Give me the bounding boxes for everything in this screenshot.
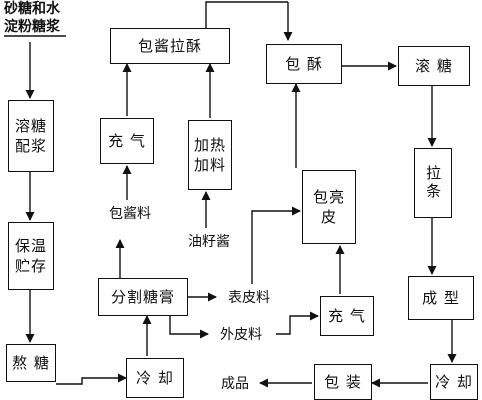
node-aotang: 熬 糖 — [6, 344, 56, 382]
node-baosu: 包 酥 — [266, 44, 342, 84]
node-baowen-zhucun: 保温 贮存 — [8, 222, 54, 290]
node-guntang: 滚 糖 — [398, 46, 470, 86]
node-chongqi-1: 充 气 — [100, 118, 154, 164]
arrow-fenge-to-waipi — [169, 316, 209, 339]
node-jiare-jialiao: 加热 加料 — [188, 120, 232, 190]
node-baoliang-pi: 包亮 皮 — [302, 170, 356, 244]
node-chengxing: 成 型 — [408, 276, 474, 320]
node-fenge-tanggao: 分割糖膏 — [98, 278, 188, 316]
node-baozhuang: 包 装 — [314, 364, 372, 400]
node-lengque-1: 冷 却 — [126, 358, 184, 398]
label-baojiangliao: 包酱料 — [109, 206, 151, 222]
arrow-aotang-to-lengque1 — [56, 373, 127, 385]
arrow-biaopi-to-baoliang — [251, 206, 301, 284]
label-youzijiang: 油籽酱 — [188, 234, 230, 250]
label-biaopiliao: 表皮料 — [228, 290, 270, 306]
arrow-waipi-to-chongqi2 — [276, 311, 319, 335]
node-baojiang-lasu: 包酱拉酥 — [110, 28, 230, 64]
node-lengque-2: 冷 却 — [430, 364, 478, 400]
node-latiao: 拉条 — [414, 148, 452, 218]
node-chongqi-2: 充 气 — [320, 296, 374, 336]
label-chengpin: 成品 — [221, 376, 249, 392]
node-rongtang-peijiang: 溶糖 配浆 — [8, 100, 54, 172]
line-lasu-to-top — [205, 1, 288, 28]
input-label: 砂糖和水 淀粉糖浆 — [4, 1, 60, 36]
label-waipiliao: 外皮料 — [220, 327, 262, 343]
